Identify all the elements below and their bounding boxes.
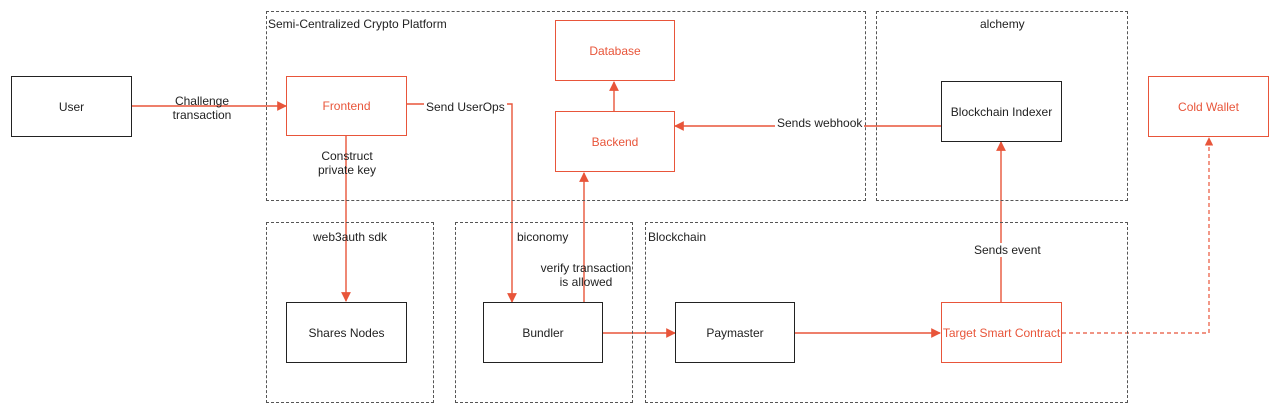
node-frontend: Frontend xyxy=(286,76,407,136)
group-blockchain xyxy=(645,222,1128,403)
group-platform-label: Semi-Centralized Crypto Platform xyxy=(268,17,447,31)
group-biconomy xyxy=(455,222,633,403)
node-target-contract: Target Smart Contract xyxy=(941,302,1062,363)
edge-label-challenge-line2: transaction xyxy=(172,108,232,122)
group-web3auth-label: web3auth sdk xyxy=(313,230,388,244)
node-shares-nodes: Shares Nodes xyxy=(286,302,407,363)
edge-label-challenge: Challenge transaction xyxy=(162,94,242,122)
edge-label-verify-line1: verify transaction xyxy=(540,261,632,275)
group-platform xyxy=(266,11,866,201)
group-blockchain-label: Blockchain xyxy=(648,230,707,244)
node-user: User xyxy=(11,76,132,137)
group-alchemy-label: alchemy xyxy=(980,17,1025,31)
edge-label-sends-webhook: Sends webhook xyxy=(775,116,865,130)
node-backend: Backend xyxy=(555,111,675,172)
group-biconomy-label: biconomy xyxy=(517,230,569,244)
edge-label-send-userops: Send UserOps xyxy=(424,100,507,114)
edge-label-verify: verify transaction is allowed xyxy=(538,261,634,289)
edge-target-coldwallet xyxy=(1062,137,1214,334)
node-indexer: Blockchain Indexer xyxy=(941,81,1062,142)
edge-label-challenge-line1: Challenge xyxy=(174,94,230,108)
edge-label-construct: Construct private key xyxy=(307,149,387,177)
edge-label-construct-line1: Construct xyxy=(321,149,373,163)
group-alchemy xyxy=(876,11,1128,201)
node-cold-wallet: Cold Wallet xyxy=(1148,76,1269,137)
edge-label-construct-line2: private key xyxy=(317,163,377,177)
node-database: Database xyxy=(555,20,675,81)
group-web3auth xyxy=(266,222,434,403)
node-paymaster: Paymaster xyxy=(675,302,795,363)
node-bundler: Bundler xyxy=(483,302,603,363)
edge-label-sends-event: Sends event xyxy=(972,243,1043,257)
edge-label-verify-line2: is allowed xyxy=(559,275,613,289)
